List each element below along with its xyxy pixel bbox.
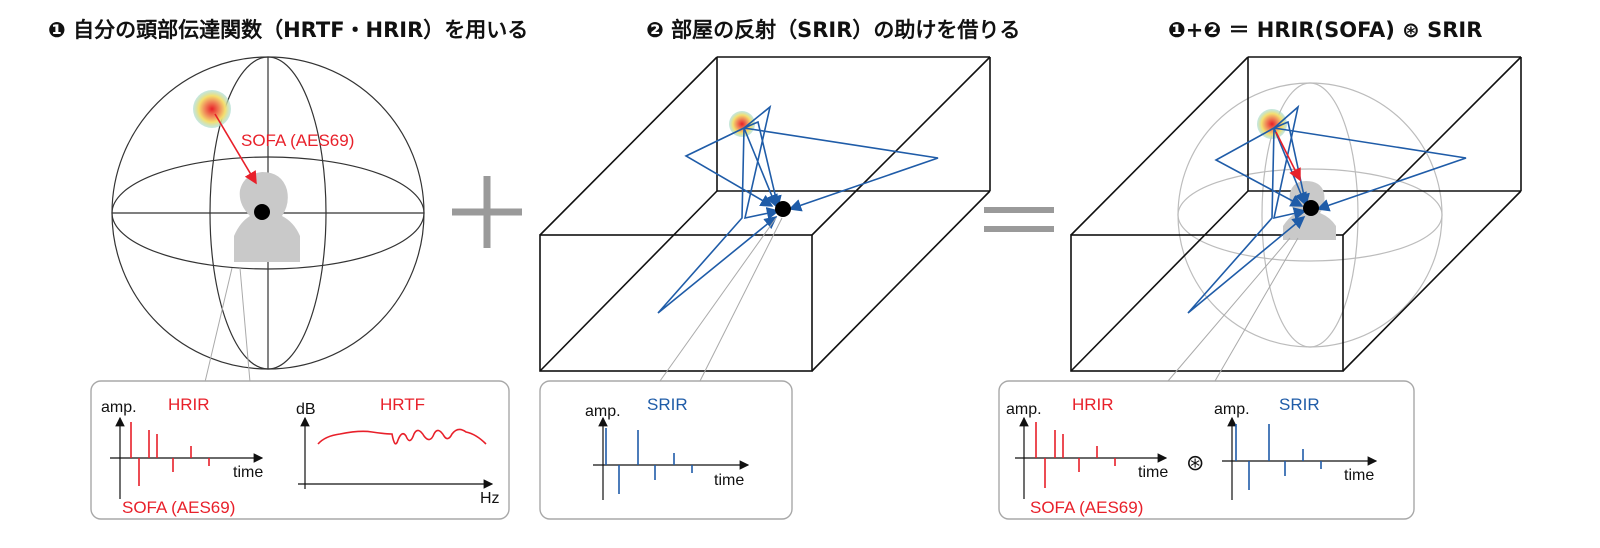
combined-inset — [998, 380, 1415, 520]
combined-srir-title: SRIR — [1279, 395, 1320, 414]
convolution-symbol: ⊛ — [1186, 450, 1204, 475]
hrtf-db-label: dB — [296, 401, 316, 418]
listener-dot — [775, 201, 791, 217]
srir-impulses — [605, 428, 693, 494]
equals-sign — [984, 207, 1054, 232]
combined-hrir-time-label: time — [1138, 464, 1168, 481]
combined-hrir-impulses — [1035, 422, 1116, 488]
callout-line — [1214, 237, 1299, 382]
combined-sphere — [1177, 82, 1443, 348]
combined-reflection-paths — [1187, 104, 1467, 314]
hrir-arrow — [1275, 131, 1301, 182]
sofa-label-sphere: SOFA (AES69) — [241, 131, 354, 150]
callout-line — [659, 217, 777, 382]
hrir-title: HRIR — [168, 395, 210, 414]
sofa-label-inset: SOFA (AES69) — [122, 498, 235, 517]
room-box — [539, 56, 991, 372]
hrir-time-label: time — [233, 464, 263, 481]
sound-source-icon — [1257, 109, 1287, 139]
sound-source-icon — [193, 90, 231, 128]
panel3-title: ❶+❷ ＝ HRIR(SOFA) ⊛ SRIR — [1168, 18, 1483, 42]
panel2-title: ❷ 部屋の反射（SRIR）の助けを借りる — [646, 18, 1021, 42]
hrtf-curve — [317, 428, 487, 445]
combined-srir-time-label: time — [1344, 467, 1374, 484]
combined-hrir-amp-label: amp. — [1006, 401, 1042, 418]
srir-amp-label: amp. — [585, 403, 621, 420]
sound-source-icon — [729, 111, 755, 137]
combined-srir-impulses — [1235, 424, 1322, 490]
hrir-impulses — [130, 422, 210, 486]
listener-dot — [1303, 200, 1319, 216]
srir-title: SRIR — [647, 395, 688, 414]
hrir-arrow — [214, 113, 257, 185]
plus-sign — [452, 176, 522, 248]
combined-hrir-title: HRIR — [1072, 395, 1114, 414]
callout-line — [699, 217, 783, 382]
combined-srir-amp-label: amp. — [1214, 401, 1250, 418]
callout-line — [204, 267, 233, 383]
hrtf-title: HRTF — [380, 395, 425, 414]
hrtf-hz-label: Hz — [480, 490, 500, 507]
srir-reflection-paths — [657, 104, 939, 314]
callout-line — [1167, 237, 1291, 382]
panel1-title: ❶ 自分の頭部伝達関数（HRTF・HRIR）を用いる — [48, 18, 529, 42]
srir-time-label: time — [714, 472, 744, 489]
hrir-amp-label: amp. — [101, 399, 137, 416]
callout-line — [239, 267, 251, 383]
listener-dot — [254, 204, 270, 220]
combined-sofa-label: SOFA (AES69) — [1030, 498, 1143, 517]
